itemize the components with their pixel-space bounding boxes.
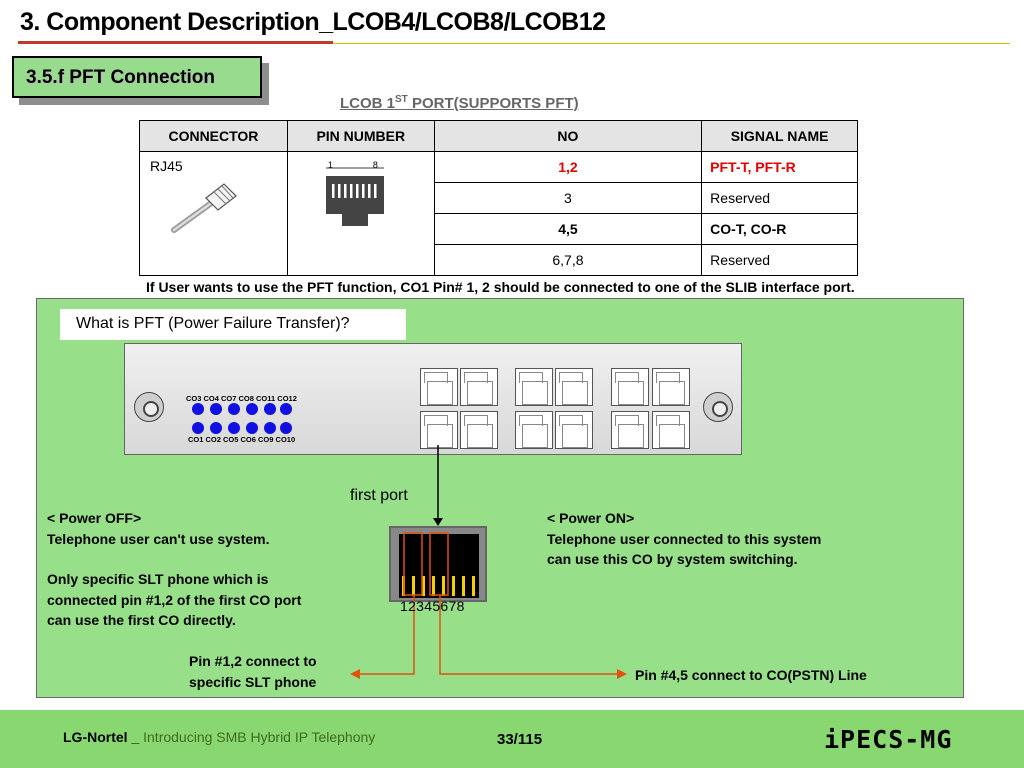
power-on-title: < Power ON>: [547, 510, 635, 526]
co-port-icon: [611, 368, 649, 406]
power-off-block: < Power OFF> Telephone user can't use sy…: [47, 508, 301, 631]
pft-note: If User wants to use the PFT function, C…: [146, 279, 855, 295]
header-no: NO: [433, 120, 703, 152]
pin-label-1: 1: [327, 160, 333, 170]
row-no: 4,5: [433, 213, 703, 245]
header-signal-name: SIGNAL NAME: [701, 120, 858, 152]
power-off-line: Telephone user can't use system.: [47, 530, 270, 547]
pin-number-cell: 1 8: [286, 151, 435, 276]
co-port-icon: [515, 411, 553, 449]
table-header-row: CONNECTOR PIN NUMBER NO SIGNAL NAME: [139, 120, 858, 152]
co-port-icon: [611, 411, 649, 449]
connector-type: RJ45: [150, 158, 183, 174]
lcob-front-panel: CO3 CO4 CO7 CO8 CO11 CO12 CO1 CO2 CO5 CO…: [124, 343, 742, 455]
pin12-note: Pin #1,2 connect to specific SLT phone: [189, 653, 317, 690]
first-port-label: first port: [350, 487, 408, 504]
connector-cell: RJ45: [139, 151, 288, 276]
row-no: 1,2: [433, 151, 703, 183]
row-signal: PFT-T, PFT-R: [701, 151, 858, 183]
power-off-para-line: Only specific SLT phone which is: [47, 571, 269, 587]
row-signal: Reserved: [701, 244, 858, 276]
led-icon: [246, 403, 258, 415]
section-heading: 3.5.f PFT Connection: [12, 56, 262, 98]
table-row: 6,7,8 Reserved: [140, 244, 858, 276]
table-row: 3 Reserved: [140, 182, 858, 214]
pft-question: What is PFT (Power Failure Transfer)?: [60, 309, 406, 340]
co-port-icon: [460, 411, 498, 449]
table-row: 4,5 CO-T, CO-R: [140, 213, 858, 245]
page-number: 33/115: [497, 731, 543, 748]
row-no: 3: [433, 182, 703, 214]
power-off-title: < Power OFF>: [47, 510, 142, 526]
co-port-icon: [555, 368, 593, 406]
power-on-line: can use this CO by system switching.: [547, 551, 798, 567]
footer-bar: [0, 710, 1024, 768]
screw-left-icon: [134, 392, 164, 422]
led-icon: [210, 403, 222, 415]
led-icon: [228, 403, 240, 415]
table-row: RJ45: [139, 151, 858, 276]
first-co-port-icon: [420, 411, 458, 449]
screw-right-icon: [703, 392, 733, 422]
led-icon: [210, 422, 222, 434]
footer-brand: LG-Nortel _ Introducing SMB Hybrid IP Te…: [63, 729, 376, 745]
pin45-note: Pin #4,5 connect to CO(PSTN) Line: [635, 667, 867, 683]
jack-pin-numbers: 12345678: [400, 598, 465, 614]
ipecs-logo: iPECS-MG: [824, 725, 953, 754]
title-underline-red: [18, 41, 333, 44]
power-off-para-line: can use the first CO directly.: [47, 612, 236, 628]
row-no: 6,7,8: [433, 244, 703, 276]
led-icon: [264, 403, 276, 415]
header-connector: CONNECTOR: [139, 120, 288, 152]
pin-label-8: 8: [372, 160, 378, 170]
led-icon: [280, 403, 292, 415]
rj45-jack-enlarged: [389, 526, 487, 602]
row-signal: CO-T, CO-R: [701, 213, 858, 245]
co-port-icon: [652, 368, 690, 406]
power-on-block: < Power ON> Telephone user connected to …: [547, 508, 821, 570]
co-port-icon: [652, 411, 690, 449]
led-label-top: CO3 CO4 CO7 CO8 CO11 CO12: [186, 394, 297, 403]
power-on-line: Telephone user connected to this system: [547, 530, 822, 547]
led-icon: [264, 422, 276, 434]
footer-subtitle: Introducing SMB Hybrid IP Telephony: [143, 729, 376, 745]
co-port-icon: [515, 368, 553, 406]
title-underline-yellow: [333, 43, 1010, 44]
co-port-icon: [460, 368, 498, 406]
rj45-jack-icon: [325, 167, 384, 226]
led-icon: [192, 422, 204, 434]
row-signal: Reserved: [701, 182, 858, 214]
table-caption: LCOB 1ST PORT(SUPPORTS PFT): [340, 94, 579, 112]
co-port-icon: [555, 411, 593, 449]
led-icon: [228, 422, 240, 434]
co-port-icon: [420, 368, 458, 406]
led-icon: [246, 422, 258, 434]
header-pin-number: PIN NUMBER: [286, 120, 435, 152]
power-off-para-line: connected pin #1,2 of the first CO port: [47, 591, 302, 608]
led-icon: [192, 403, 204, 415]
led-label-bottom: CO1 CO2 CO5 CO6 CO9 CO10: [188, 435, 296, 444]
rj45-plug-icon: [171, 183, 237, 233]
slide-title: 3. Component Description_LCOB4/LCOB8/LCO…: [20, 8, 606, 36]
pin-table: CONNECTOR PIN NUMBER NO SIGNAL NAME RJ45: [139, 120, 858, 276]
led-icon: [280, 422, 292, 434]
